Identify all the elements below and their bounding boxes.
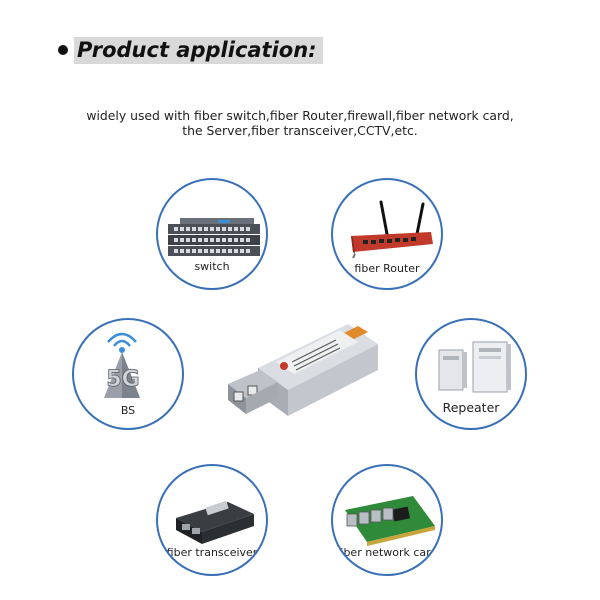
network-card-label: fiber network card xyxy=(336,546,438,559)
application-network-card: fiber network card xyxy=(331,464,443,576)
nic-card-icon xyxy=(345,496,435,546)
heading-title: Product application: xyxy=(74,36,323,64)
router-label: fiber Router xyxy=(354,262,420,275)
application-router: fiber Router xyxy=(331,178,443,290)
bs-label: BS xyxy=(120,404,136,417)
application-bs: 5G BS xyxy=(72,318,184,430)
svg-text:5G: 5G xyxy=(106,367,139,392)
description-line-1: widely used with fiber switch,fiber Rout… xyxy=(86,108,514,123)
sfp-transceiver-icon xyxy=(228,324,378,416)
sfp-module-image xyxy=(218,318,383,433)
repeater-cabinet-icon xyxy=(438,341,511,393)
section-heading: Product application: xyxy=(58,36,323,64)
switch-label: switch xyxy=(194,260,230,273)
application-transceiver: fiber transceiver xyxy=(156,464,268,576)
application-description: widely used with fiber switch,fiber Rout… xyxy=(40,108,560,138)
transceiver-label: fiber transceiver xyxy=(166,546,258,559)
router-icon xyxy=(351,200,433,259)
network-switch-icon xyxy=(168,218,260,256)
bullet-icon xyxy=(58,45,68,55)
media-converter-icon xyxy=(176,500,254,544)
repeater-label: Repeater xyxy=(442,400,500,415)
5g-tower-icon: 5G xyxy=(104,332,140,398)
description-line-2: the Server,fiber transceiver,CCTV,etc. xyxy=(182,123,418,138)
application-switch: switch xyxy=(156,178,268,290)
application-repeater: Repeater xyxy=(415,318,527,430)
